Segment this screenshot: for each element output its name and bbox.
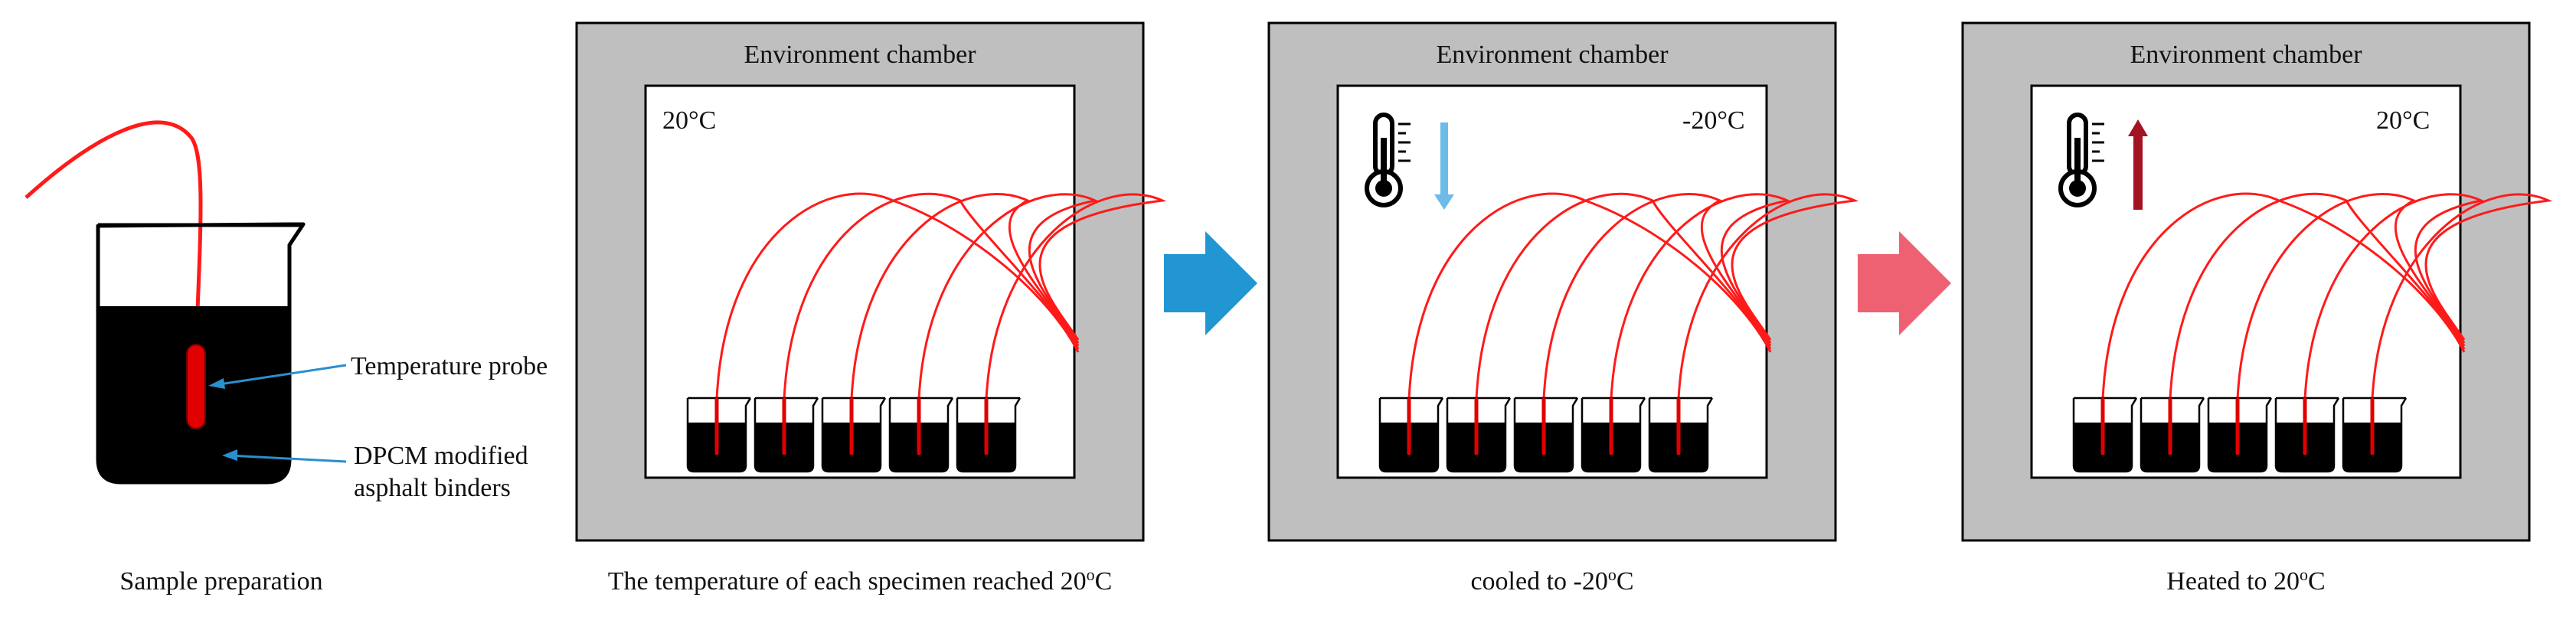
- probe-wire: [1542, 193, 1772, 453]
- specimen-beaker: [2207, 397, 2273, 473]
- probe-wire: [1407, 192, 1772, 453]
- caption-superscript: o: [2300, 565, 2308, 584]
- specimen-beaker: [1581, 397, 1646, 473]
- probe-wire: [783, 192, 1080, 453]
- probe-wire: [985, 193, 1167, 453]
- specimen-beaker: [2140, 397, 2205, 473]
- chamber-caption: Heated to 20oC: [2166, 565, 2325, 596]
- label-binder-line2: asphalt binders: [354, 474, 511, 502]
- specimen-beaker: [2342, 397, 2408, 473]
- binder-pointer-arrowhead: [222, 449, 237, 461]
- temperature-unit: °C: [2402, 106, 2430, 135]
- specimen-beaker: [1378, 397, 1444, 473]
- probe-wire: [1677, 193, 1859, 453]
- temperature-readout: 20°C: [662, 106, 716, 135]
- temperature-value: -20: [1682, 106, 1717, 135]
- chamber-panel-1: Environment chamber 20°C The temperature o…: [575, 21, 1167, 596]
- chamber-panel-3: Environment chamber 20°C Heated to 20oC: [1961, 21, 2553, 596]
- caption-sample-preparation: Sample preparation: [119, 567, 322, 596]
- caption-text: The temperature of each specimen reached…: [608, 567, 1087, 596]
- probe-pointer-arrowhead: [208, 378, 225, 389]
- caption-superscript: o: [1087, 565, 1095, 584]
- label-temperature-probe: Temperature probe: [351, 352, 548, 380]
- chamber-title: Environment chamber: [744, 41, 976, 69]
- caption-text: cooled to -20: [1470, 567, 1607, 596]
- specimen-beaker: [1446, 397, 1512, 473]
- label-binder-line1: DPCM modified: [354, 442, 528, 470]
- arrow-up-icon: [2128, 119, 2148, 210]
- probe-wire: [850, 193, 1080, 453]
- chamber-title: Environment chamber: [2130, 41, 2362, 69]
- probe-wire: [2236, 193, 2466, 453]
- temperature-readout: 20°C: [2376, 106, 2430, 135]
- thermometer-icon: [1365, 113, 1411, 207]
- chamber-caption: The temperature of each specimen reached…: [608, 565, 1113, 596]
- chamber-caption: cooled to -20oC: [1470, 565, 1633, 596]
- probe-wire: [715, 192, 1080, 453]
- probe-wire: [1475, 192, 1772, 453]
- probe-wire: [2101, 192, 2466, 453]
- specimen-beaker: [1648, 397, 1714, 473]
- specimen-beaker: [754, 397, 819, 473]
- probe-wire: [2303, 193, 2485, 453]
- temperature-readout: -20°C: [1682, 106, 1745, 135]
- probe-wire: [917, 193, 1099, 453]
- caption-unit: C: [2308, 567, 2326, 596]
- specimen-beaker: [2072, 397, 2138, 473]
- thermometer-icon: [2058, 113, 2104, 207]
- temperature-unit: °C: [688, 106, 716, 135]
- probe-pointer-line: [214, 364, 347, 387]
- caption-unit: C: [1617, 567, 1634, 596]
- specimen-beaker: [2274, 397, 2340, 473]
- probe-wire: [1610, 193, 1791, 453]
- chamber-panel-2: Environment chamber -20°C cooled to -20oC: [1267, 21, 1859, 596]
- probe-wire: [25, 120, 203, 349]
- specimen-beaker: [888, 397, 954, 473]
- temperature-unit: °C: [1717, 106, 1744, 135]
- temperature-probe: [186, 344, 206, 429]
- cool-arrow-icon: [1164, 231, 1257, 335]
- chamber-interior: [644, 84, 1076, 479]
- probe-wire: [2371, 193, 2553, 453]
- arrow-down-icon: [1434, 122, 1454, 210]
- probe-wire: [2169, 192, 2466, 453]
- caption-text: Heated to 20: [2166, 567, 2300, 596]
- temperature-value: 20: [662, 106, 688, 135]
- temperature-value: 20: [2376, 106, 2402, 135]
- heat-arrow-icon: [1858, 231, 1951, 335]
- specimen-beaker: [956, 397, 1022, 473]
- specimen-beaker: [821, 397, 887, 473]
- chamber-interior: [1336, 84, 1768, 479]
- caption-superscript: o: [1608, 565, 1617, 584]
- specimen-beaker: [686, 397, 752, 473]
- sample-preparation: Temperature probe DPCM modified asphalt …: [25, 120, 548, 596]
- specimen-beaker: [1513, 397, 1579, 473]
- binder-pointer-line: [229, 454, 347, 463]
- chamber-title: Environment chamber: [1436, 41, 1669, 69]
- chamber-interior: [2030, 84, 2462, 479]
- caption-unit: C: [1095, 567, 1113, 596]
